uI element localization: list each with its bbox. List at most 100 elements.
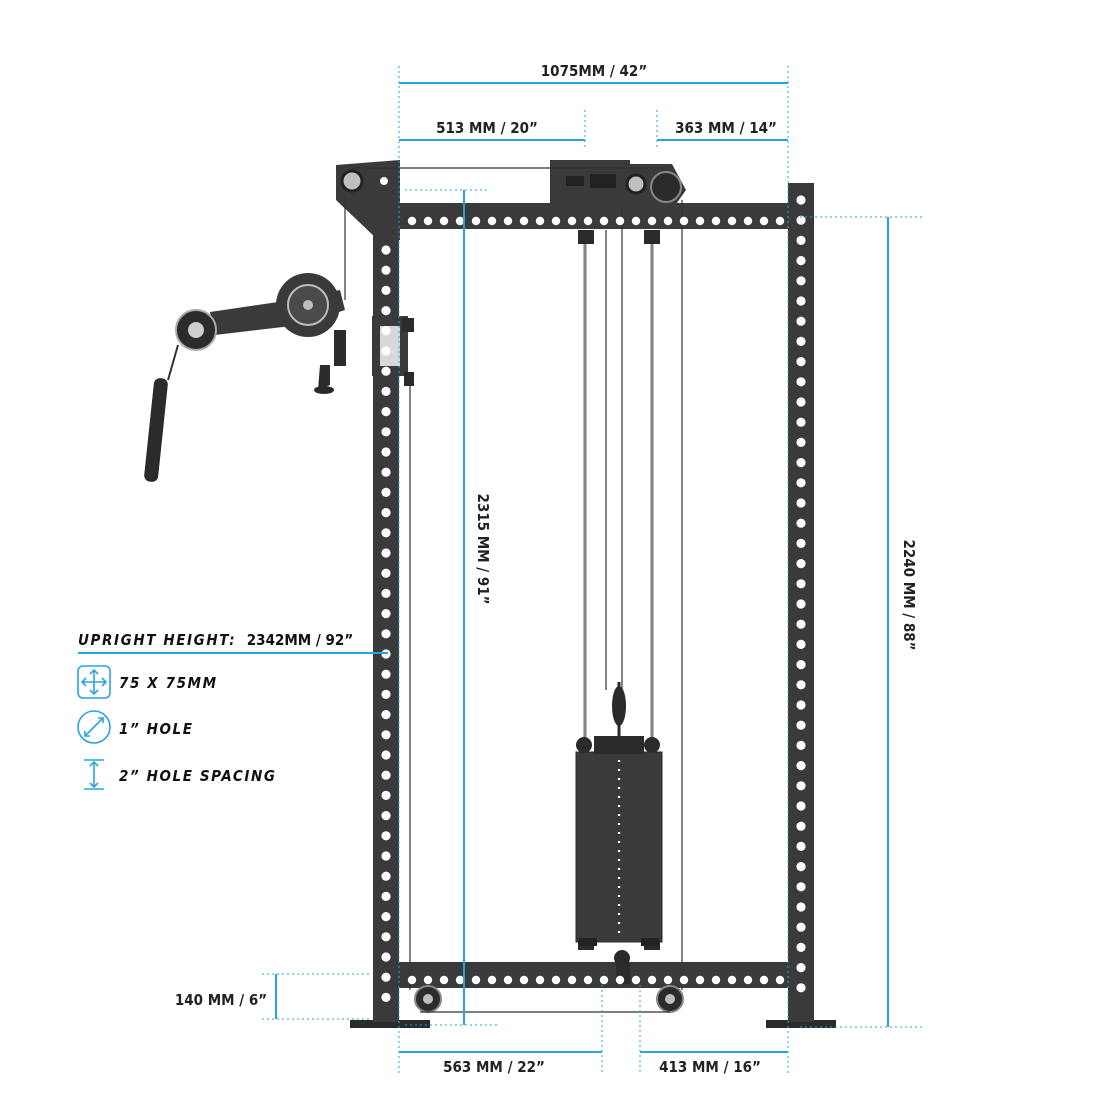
frame-hole xyxy=(796,902,806,912)
right-foot-plate xyxy=(766,1020,836,1028)
frame-hole xyxy=(381,952,391,962)
upright-height-label: UPRIGHT HEIGHT: xyxy=(78,631,236,649)
frame-hole xyxy=(487,216,497,226)
upright-height-row: UPRIGHT HEIGHT: 2342MM / 92” xyxy=(78,630,353,649)
frame-hole xyxy=(407,975,417,985)
frame-hole xyxy=(796,781,806,791)
frame-hole xyxy=(381,730,391,740)
frame-hole xyxy=(407,216,417,226)
bottom-right-offset-label: 413 MM / 16” xyxy=(659,1058,761,1076)
frame-hole xyxy=(663,975,673,985)
bottom-height-label: 140 MM / 6” xyxy=(175,991,267,1009)
frame-hole xyxy=(381,831,391,841)
frame-hole xyxy=(583,216,593,226)
frame-hole xyxy=(583,975,593,985)
frame-hole xyxy=(567,216,577,226)
frame-hole xyxy=(423,975,433,985)
frame-hole xyxy=(796,417,806,427)
frame-hole xyxy=(381,487,391,497)
frame-hole xyxy=(381,588,391,599)
frame-hole xyxy=(471,975,481,985)
frame-hole xyxy=(796,639,806,650)
frame-hole xyxy=(381,386,391,396)
frame-hole xyxy=(381,710,391,720)
frame-hole xyxy=(775,975,785,985)
frame-hole xyxy=(423,216,433,226)
frame-hole xyxy=(796,316,806,326)
frame-hole xyxy=(381,811,391,821)
frame-hole xyxy=(519,975,529,985)
frame-hole xyxy=(796,377,806,387)
frame-hole xyxy=(439,216,449,226)
dimension-labels: 1075MM / 42” 513 MM / 20” 363 MM / 14” 2… xyxy=(175,60,918,1076)
frame-hole xyxy=(381,285,391,295)
frame-hole xyxy=(381,932,391,942)
frame-hole xyxy=(381,912,391,922)
frame-hole xyxy=(381,770,391,780)
frame-hole xyxy=(695,975,705,985)
hole-pattern xyxy=(381,195,806,1003)
frame-hole xyxy=(743,216,753,226)
frame-hole xyxy=(381,871,391,881)
frame-hole xyxy=(381,609,391,619)
frame-hole xyxy=(796,538,806,549)
frame-hole xyxy=(711,975,721,985)
frame-hole xyxy=(796,296,806,306)
cable-runs xyxy=(344,167,683,1013)
inner-height-label: 2315 MM / 91” xyxy=(474,493,492,604)
frame-hole xyxy=(796,720,806,730)
frame-hole xyxy=(796,862,806,872)
frame-hole xyxy=(796,599,806,609)
frame-hole xyxy=(631,975,641,985)
frame-hole xyxy=(796,801,806,811)
top-left-pulley xyxy=(340,169,364,193)
circle-diagonal-icon xyxy=(77,710,111,744)
frame-hole xyxy=(663,216,673,226)
frame-hole xyxy=(796,660,806,670)
frame-hole xyxy=(439,975,449,985)
frame-hole xyxy=(599,216,609,226)
frame-hole xyxy=(796,579,806,589)
overall-width-label: 1075MM / 42” xyxy=(541,62,647,80)
frame-hole xyxy=(679,975,689,985)
frame-hole xyxy=(381,245,391,255)
frame-hole xyxy=(796,882,806,892)
frame-hole xyxy=(381,366,391,376)
frame-hole xyxy=(535,216,545,226)
frame-hole xyxy=(647,216,657,226)
frame-hole xyxy=(695,216,705,226)
frame-hole xyxy=(381,669,391,679)
frame-hole xyxy=(567,975,577,985)
dimension-lines xyxy=(78,66,925,1075)
frame-hole xyxy=(381,891,391,902)
frame-hole xyxy=(381,507,391,518)
bottom-crossmember xyxy=(399,962,788,988)
hole-size-label: 1” HOLE xyxy=(119,720,194,738)
frame-hole xyxy=(381,548,391,558)
frame-hole xyxy=(796,740,806,751)
frame-hole xyxy=(796,700,806,710)
vertical-spacing-icon xyxy=(84,759,104,790)
frame-hole xyxy=(503,975,513,985)
frame-hole xyxy=(615,216,625,226)
frame-hole xyxy=(759,975,769,985)
frame-hole xyxy=(631,216,641,226)
frame-hole xyxy=(796,619,806,629)
frame-hole xyxy=(519,216,529,226)
frame-hole xyxy=(487,975,497,985)
frame-hole xyxy=(551,216,561,226)
frame-hole xyxy=(727,216,737,226)
frame-hole xyxy=(381,689,391,700)
frame-hole xyxy=(381,790,391,801)
frame-hole xyxy=(381,992,391,1003)
top-far-pulley xyxy=(650,171,682,203)
frame-hole xyxy=(455,216,465,226)
frame-hole xyxy=(471,216,481,226)
bottom-left-offset-label: 563 MM / 22” xyxy=(443,1058,545,1076)
upright-height-value: 2342MM / 92” xyxy=(247,631,353,649)
weight-stack xyxy=(575,682,663,946)
frame-hole xyxy=(743,975,753,985)
frame-hole xyxy=(381,467,391,477)
frame-hole xyxy=(679,216,689,226)
